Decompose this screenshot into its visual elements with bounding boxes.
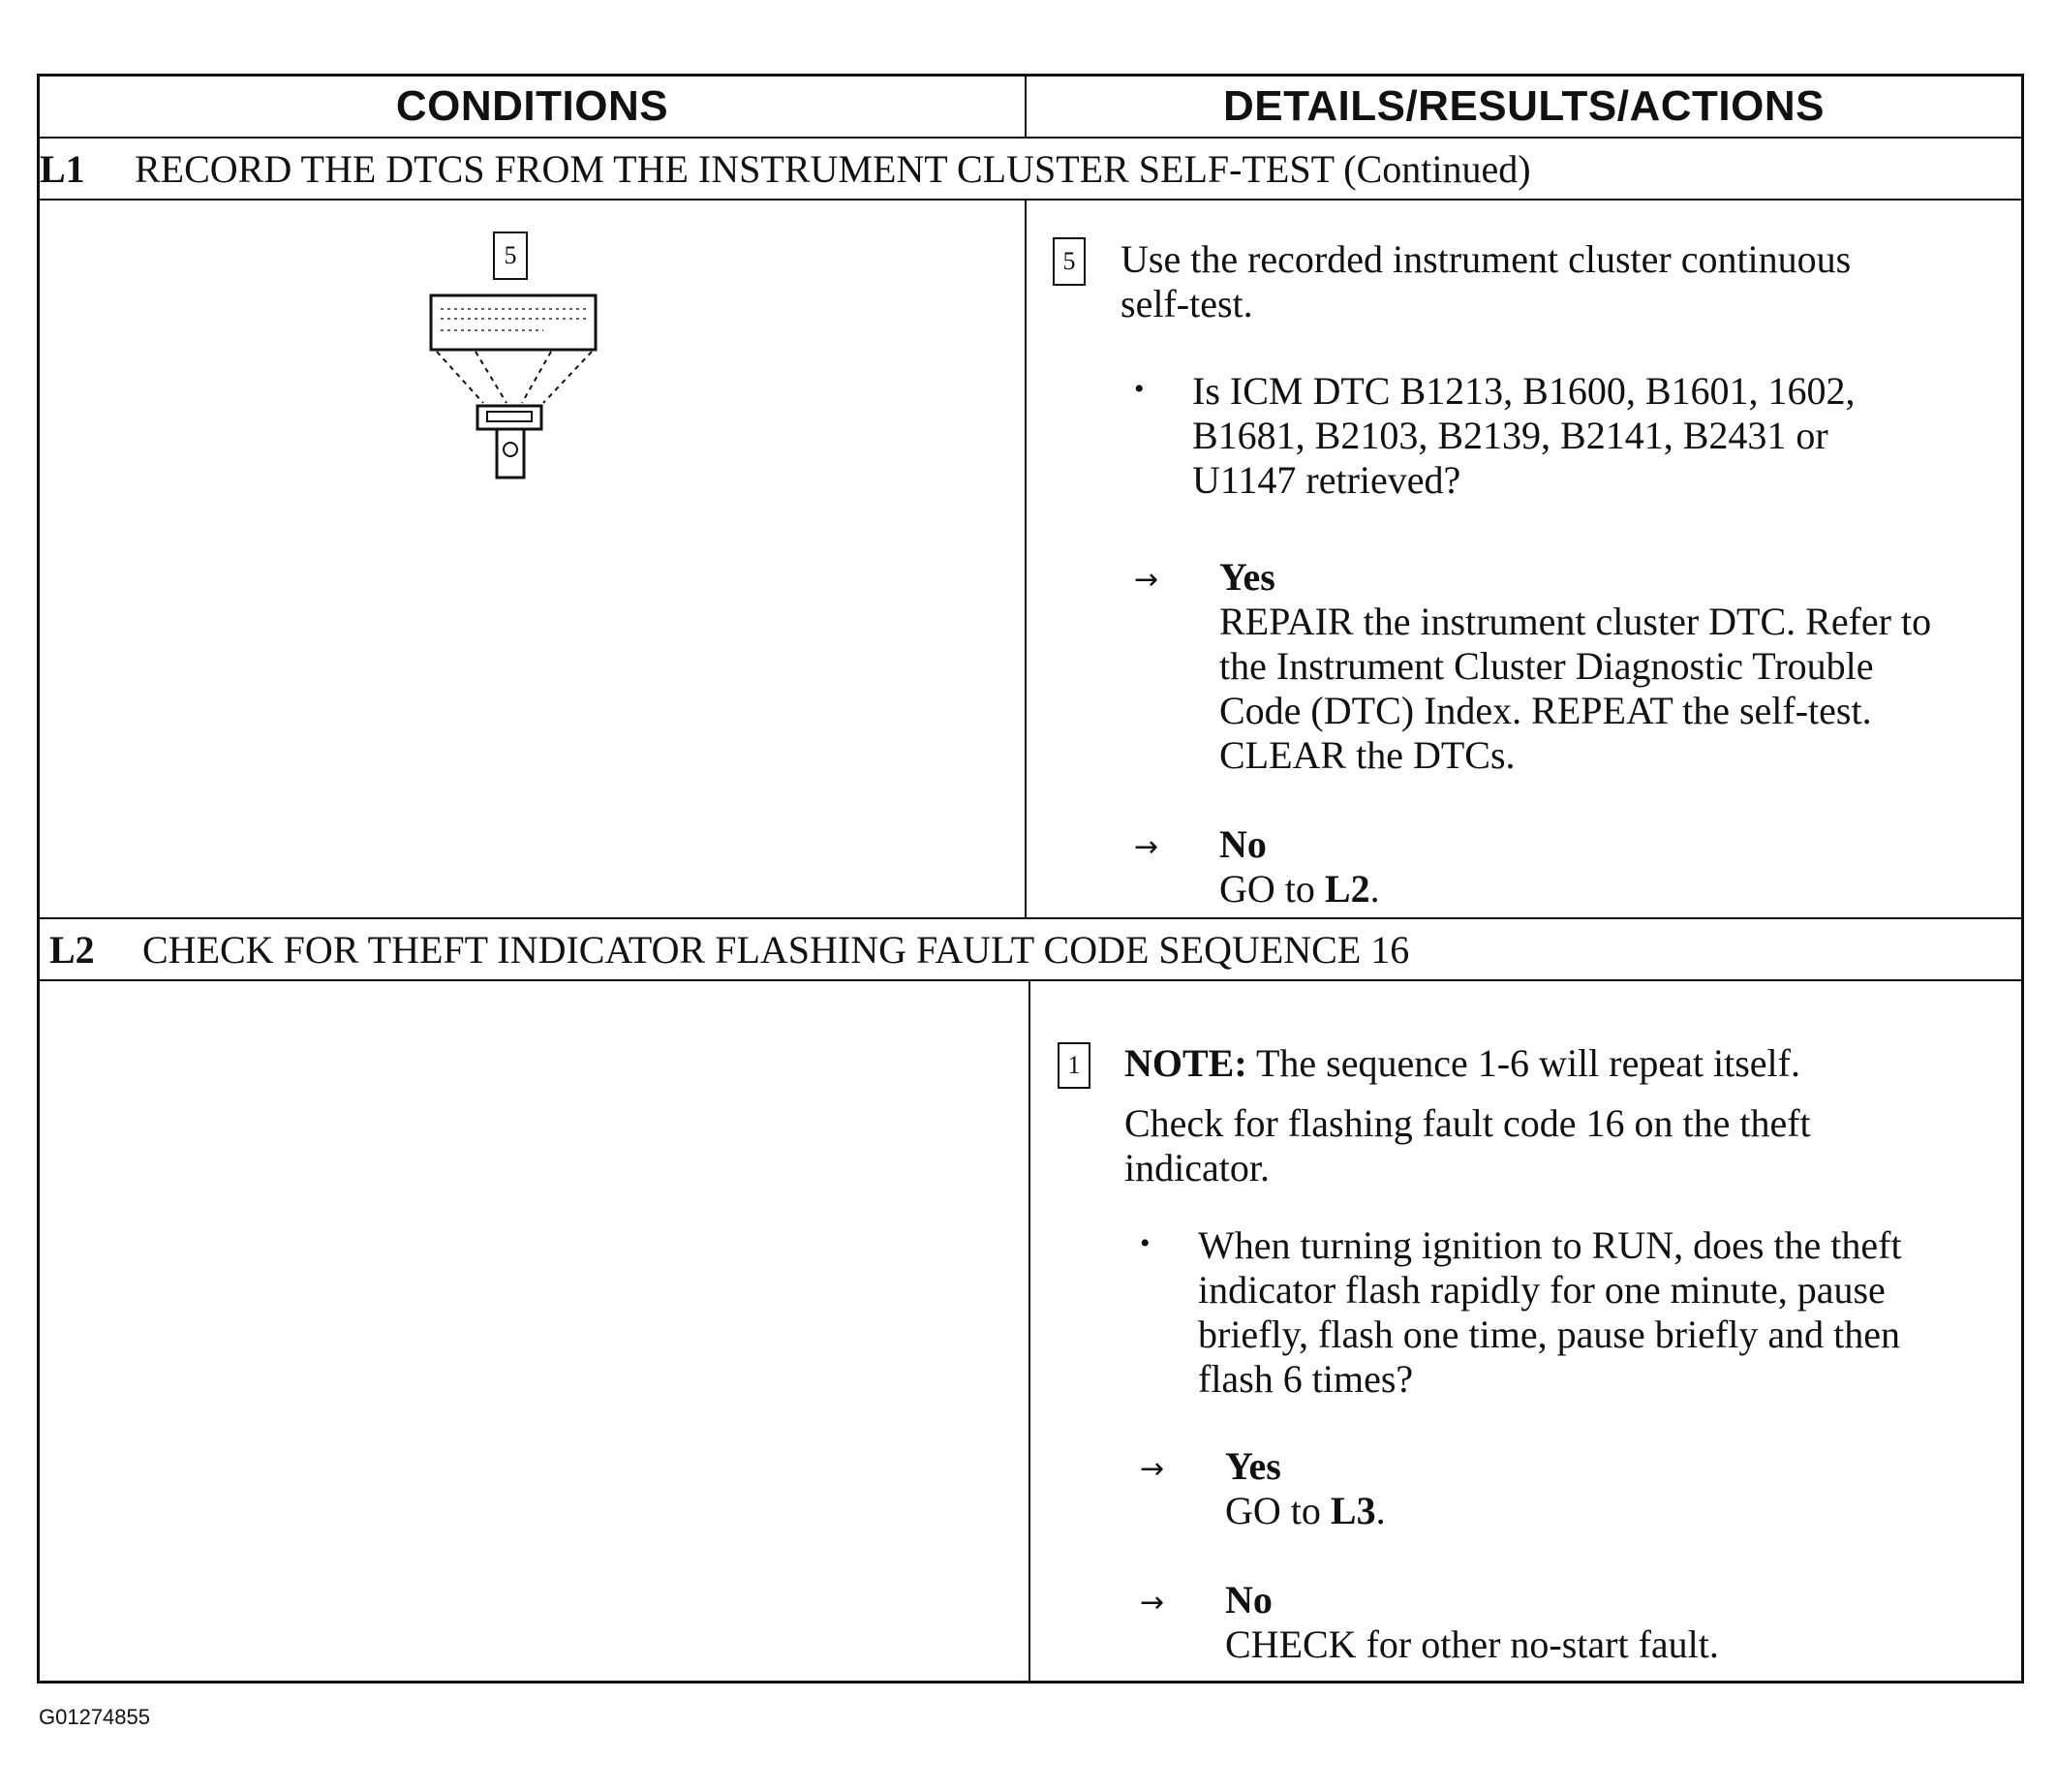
l2-yes-arrow: →	[1140, 1452, 1165, 1486]
figure-id: G01274855	[39, 1705, 150, 1729]
l1-question: Is ICM DTC B1213, B1600, B1601, 1602, B1…	[1192, 369, 1856, 503]
l1-yes-branch: Yes REPAIR the instrument cluster DTC. R…	[1219, 555, 1931, 778]
step-l2-title: CHECK FOR THEFT INDICATOR FLASHING FAULT…	[142, 927, 1410, 972]
header-rule	[40, 137, 2021, 139]
l2-question-line4: flash 6 times?	[1198, 1357, 1414, 1401]
header-divider	[1025, 77, 1027, 137]
l2-question-bullet: •	[1140, 1227, 1151, 1259]
l1-title-rule	[40, 199, 2021, 201]
l1-no-branch: No GO to L2.	[1219, 822, 1380, 911]
l2-question-line3: briefly, flash one time, pause briefly a…	[1198, 1313, 1900, 1356]
l2-yes-prefix: GO to	[1225, 1489, 1331, 1532]
l1-yes-line2: the Instrument Cluster Diagnostic Troubl…	[1219, 644, 1874, 688]
l2-yes-suffix: .	[1375, 1489, 1386, 1532]
l2-question-line2: indicator flash rapidly for one minute, …	[1198, 1268, 1886, 1312]
l1-question-bullet: •	[1134, 373, 1145, 405]
scan-tool-icon	[429, 294, 598, 479]
l2-instruction: Check for flashing fault code 16 on the …	[1124, 1101, 1811, 1190]
l1-yes-line4: CLEAR the DTCs.	[1219, 733, 1516, 777]
details-column-header: DETAILS/RESULTS/ACTIONS	[1223, 82, 1825, 130]
l2-no-arrow: →	[1140, 1586, 1165, 1620]
l1-yes-line3: Code (DTC) Index. REPEAT the self-test.	[1219, 689, 1872, 732]
l2-question: When turning ignition to RUN, does the t…	[1198, 1223, 1902, 1402]
l2-no-action: CHECK for other no-start fault.	[1225, 1622, 1719, 1666]
step-l2-id: L2	[49, 927, 95, 972]
l2-yes-branch: Yes GO to L3.	[1225, 1444, 1386, 1533]
l1-no-prefix: GO to	[1219, 867, 1325, 911]
l1-no-target: L2	[1324, 867, 1370, 911]
l1-question-line3: U1147 retrieved?	[1192, 458, 1461, 502]
l1-instruction: Use the recorded instrument cluster cont…	[1121, 237, 1851, 326]
l2-no-label: No	[1225, 1578, 1273, 1622]
l1-end-rule	[40, 917, 2021, 919]
l2-note-label: NOTE:	[1124, 1041, 1247, 1085]
l2-yes-target: L3	[1330, 1489, 1376, 1532]
l2-column-divider	[1028, 981, 1030, 1684]
l2-note-text: The sequence 1-6 will repeat itself.	[1246, 1041, 1800, 1085]
l1-question-line1: Is ICM DTC B1213, B1600, B1601, 1602,	[1192, 369, 1856, 413]
diagnostic-table: CONDITIONS DETAILS/RESULTS/ACTIONS L1 RE…	[37, 74, 2024, 1684]
l1-no-arrow: →	[1134, 830, 1159, 864]
l2-instruction-line1: Check for flashing fault code 16 on the …	[1124, 1101, 1811, 1145]
l1-instruction-line2: self-test.	[1121, 282, 1253, 325]
l1-question-line2: B1681, B2103, B2139, B2141, B2431 or	[1192, 414, 1828, 457]
l2-title-rule	[40, 979, 2021, 981]
l1-column-divider	[1025, 201, 1027, 917]
step-number-box: 5	[1053, 237, 1086, 286]
l1-yes-label: Yes	[1219, 555, 1275, 599]
step-l1-title-row: L1 RECORD THE DTCS FROM THE INSTRUMENT C…	[40, 139, 2021, 199]
l2-yes-label: Yes	[1225, 1444, 1281, 1488]
conditions-column-header: CONDITIONS	[395, 82, 669, 130]
l2-yes-action: GO to L3.	[1225, 1489, 1386, 1533]
illustration-step-box: 5	[493, 232, 528, 280]
l2-instruction-line2: indicator.	[1124, 1146, 1270, 1190]
l1-yes-line1: REPAIR the instrument cluster DTC. Refer…	[1219, 600, 1932, 643]
l1-instruction-line1: Use the recorded instrument cluster cont…	[1121, 237, 1852, 281]
l2-question-line1: When turning ignition to RUN, does the t…	[1198, 1223, 1902, 1267]
l1-no-suffix: .	[1369, 867, 1380, 911]
l1-yes-arrow: →	[1134, 563, 1159, 597]
l2-no-branch: No CHECK for other no-start fault.	[1225, 1578, 1719, 1667]
step-l2-title-row: L2 CHECK FOR THEFT INDICATOR FLASHING FA…	[40, 919, 2021, 979]
step-number-box-l2: 1	[1058, 1042, 1090, 1089]
step-l1-id: L1	[40, 146, 85, 191]
step-l1-title: RECORD THE DTCS FROM THE INSTRUMENT CLUS…	[135, 146, 1531, 191]
l2-note: NOTE: The sequence 1-6 will repeat itsel…	[1124, 1041, 1800, 1086]
l1-no-action: GO to L2.	[1219, 867, 1380, 911]
l1-no-label: No	[1219, 822, 1267, 866]
